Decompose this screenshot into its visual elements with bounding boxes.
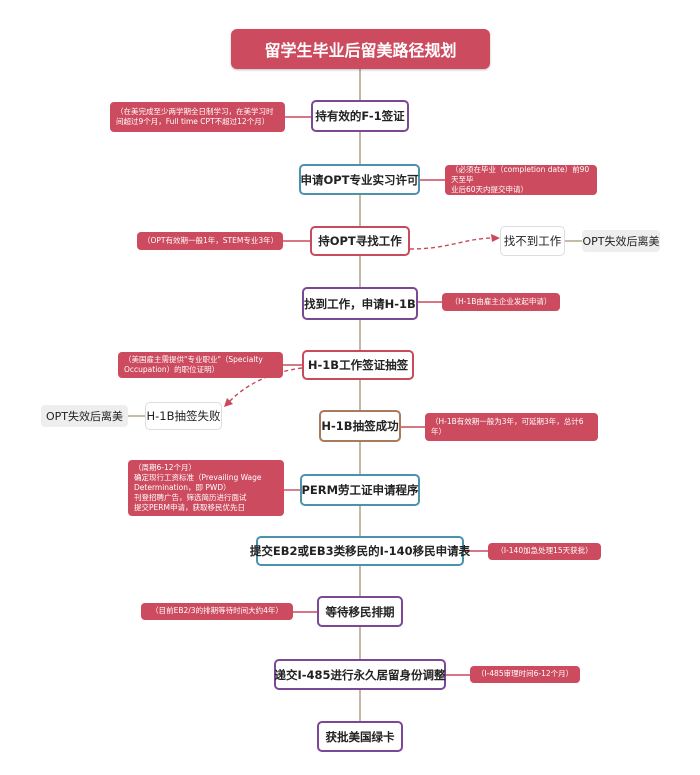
page-title: 留学生毕业后留美路径规划 [231,29,490,69]
step-i485: 递交I-485进行永久居留身份调整 [274,659,446,690]
step-perm: PERM劳工证申请程序 [300,474,420,506]
branch-lottery-fail-result: OPT失效后离美 [41,405,128,427]
note-i485-processing: （I-485审理时间6-12个月） [470,666,580,683]
branch-no-job: 找不到工作 [500,226,565,256]
note-i140-premium: （I-140加急处理15天获批） [488,543,601,560]
note-priority-wait: （目前EB2/3的排期等待时间大约4年） [141,603,293,620]
note-opt-validity: （OPT有效期一般1年，STEM专业3年） [137,232,283,250]
note-f1-requirement: （在美完成至少两学期全日制学习，在美学习时间超过9个月，Full time CP… [110,102,285,132]
step-h1b-success: H-1B抽签成功 [319,410,401,442]
step-f1-visa: 持有效的F-1签证 [311,100,409,132]
step-find-job: 找到工作，申请H-1B [302,287,418,320]
branch-no-job-result: OPT失效后离美 [582,230,660,252]
step-apply-opt: 申请OPT专业实习许可 [299,164,420,195]
step-green-card: 获批美国绿卡 [317,721,403,752]
step-opt-job-search: 持OPT寻找工作 [310,226,410,256]
step-h1b-lottery: H-1B工作签证抽签 [302,350,414,380]
note-h1b-employer: （H-1B由雇主企业发起申请） [442,293,560,311]
branch-lottery-fail: H-1B抽签失败 [145,402,222,430]
step-i140: 提交EB2或EB3类移民的I-140移民申请表 [250,536,470,566]
step-wait-priority-date: 等待移民排期 [317,596,403,627]
note-opt-apply-window: （必须在毕业（completion date）前90天至毕业后60天内提交申请） [445,165,597,195]
